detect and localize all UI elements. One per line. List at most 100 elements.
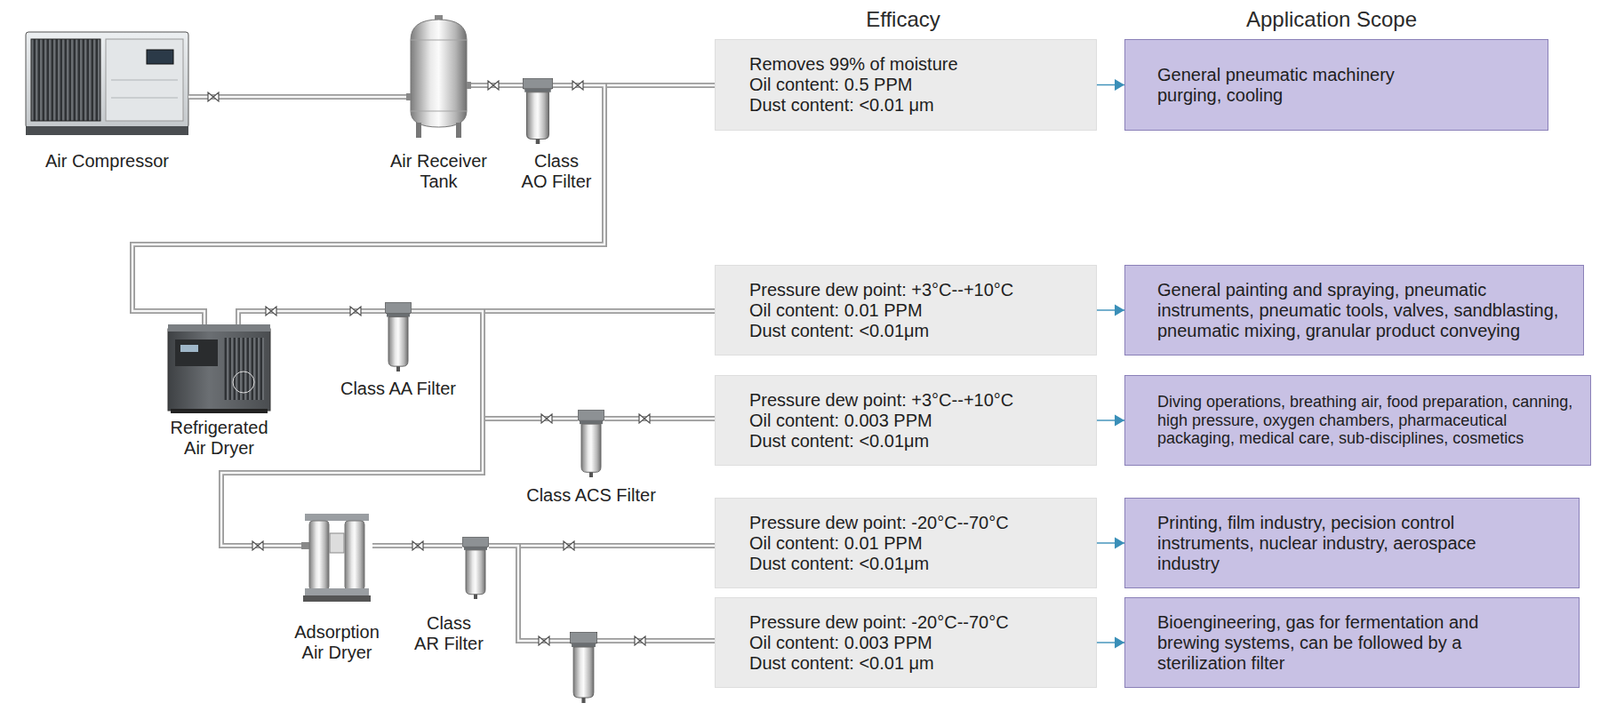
air-receiver-tank-drawing — [456, 122, 462, 138]
efficacy-box: Pressure dew point: -20°C--70°COil conte… — [714, 497, 1097, 589]
box-text: Dust content: <0.01μm — [749, 320, 929, 342]
application-box: Diving operations, breathing air, food p… — [1124, 375, 1592, 466]
result-pointer — [1114, 79, 1125, 91]
equipment-label: Air Compressor — [45, 151, 169, 172]
filter: Class AO Filter — [522, 78, 553, 144]
pipe — [132, 85, 605, 325]
box-text: Dust content: <0.01μm — [749, 553, 929, 575]
pipe — [604, 418, 715, 420]
box-text: Diving operations, breathing air, food p… — [1157, 392, 1578, 448]
valve-symbol — [563, 541, 575, 551]
air-compressor-drawing — [105, 39, 184, 121]
valve-symbol — [541, 414, 552, 424]
pipe — [238, 311, 385, 325]
pipe — [604, 417, 715, 420]
pipe — [488, 545, 715, 641]
valve-symbol — [538, 636, 550, 646]
air-compressor-drawing — [25, 32, 189, 136]
air-compressor-drawing — [146, 49, 174, 64]
valve-symbol — [350, 306, 361, 316]
air-compressor-drawing — [25, 32, 189, 128]
valve-symbol — [412, 541, 424, 551]
pipe — [488, 543, 715, 549]
valve-symbol — [572, 80, 584, 90]
box-text: Oil content: 0.01 PPM — [749, 533, 923, 554]
box-text: Pressure dew point: -20°C--70°C — [749, 512, 1009, 534]
refrigerated-dryer: Refrigerated Air Dryer — [168, 324, 271, 414]
application-box: General pneumatic machinery purging, coo… — [1124, 39, 1549, 131]
pipe — [604, 416, 715, 422]
pipe — [238, 311, 385, 325]
ao-filter-drawing — [522, 78, 553, 144]
adsorption-dryer: Adsorption Air Dryer — [301, 510, 373, 602]
filter: Class ACS Filter — [577, 409, 605, 478]
pipe — [132, 85, 605, 325]
efficacy-box: Pressure dew point: +3°C--+10°COil conte… — [714, 264, 1097, 356]
result-pointer — [1096, 79, 1125, 91]
refrigerated-dryer-drawing — [170, 408, 268, 414]
pipe — [188, 96, 407, 98]
box-text: Dust content: <0.01 μm — [749, 653, 935, 674]
air-compressor-drawing — [25, 126, 189, 136]
application-box: General painting and spraying, pneumatic… — [1124, 264, 1584, 356]
pipe — [411, 311, 578, 419]
box-text: Pressure dew point: +3°C--+10°C — [749, 390, 1014, 411]
efficacy-box: Pressure dew point: +3°C--+10°COil conte… — [714, 375, 1097, 466]
final-filter-drawing — [569, 632, 598, 704]
air-receiver-tank-drawing — [406, 15, 472, 138]
result-pointer — [1096, 637, 1125, 649]
box-text: Removes 99% of moisture — [749, 54, 959, 75]
adsorption-dryer-drawing — [304, 513, 369, 521]
efficacy-box: Pressure dew point: -20°C--70°COil conte… — [714, 597, 1097, 688]
filter: Class AR Filter — [462, 536, 489, 600]
adsorption-dryer-drawing — [303, 595, 371, 602]
refrigerated-dryer-drawing — [232, 371, 255, 393]
filter: Class AA Filter — [384, 302, 412, 372]
pipe — [488, 545, 715, 641]
adsorption-dryer-drawing — [344, 520, 365, 591]
result-pointer — [1096, 415, 1125, 427]
refrigerated-dryer-drawing — [180, 344, 199, 352]
column-header: Application Scope — [1246, 7, 1417, 33]
valve-symbol — [634, 636, 646, 646]
box-text: Oil content: 0.003 PPM — [749, 410, 933, 432]
valve-symbol — [265, 306, 277, 316]
pipe — [238, 311, 385, 325]
box-text: General painting and spraying, pneumatic… — [1157, 280, 1562, 342]
air-receiver-tank-drawing — [466, 81, 472, 89]
equipment-label: Class ACS Filter — [526, 485, 656, 506]
air-receiver-tank-drawing — [410, 19, 467, 128]
pipe — [188, 96, 407, 98]
pipe — [132, 85, 605, 325]
adsorption-dryer-drawing — [309, 520, 329, 591]
pipe — [488, 544, 715, 547]
box-text: Oil content: 0.01 PPM — [749, 300, 923, 321]
equipment-label: Class AR Filter — [413, 613, 486, 655]
refrigerated-dryer-drawing — [168, 324, 271, 332]
adsorption-dryer-drawing — [301, 542, 310, 550]
ar-filter-drawing — [462, 536, 489, 600]
equipment-label: Refrigerated Air Dryer — [159, 417, 280, 459]
refrigerated-dryer-drawing — [175, 339, 218, 367]
adsorption-dryer-drawing — [304, 588, 369, 596]
acs-filter-drawing — [577, 409, 605, 478]
box-text: Printing, film industry, pecision contro… — [1157, 512, 1540, 575]
air-compressor-drawing — [111, 80, 178, 81]
air-receiver-tank-drawing — [410, 40, 467, 41]
result-pointer — [1114, 637, 1125, 649]
adsorption-dryer-drawing — [329, 533, 344, 553]
valve-symbol — [208, 92, 219, 102]
box-text: Oil content: 0.5 PPM — [749, 74, 912, 96]
equipment-label: Air Receiver Tank — [381, 151, 497, 192]
pipe — [411, 311, 578, 419]
pipe — [188, 94, 407, 100]
result-pointer — [1096, 304, 1125, 317]
equipment-label: Class AA Filter — [340, 378, 456, 400]
column-header: Efficacy — [865, 7, 941, 33]
refrigerated-dryer-drawing — [168, 328, 271, 411]
box-text: Bioengineering, gas for fermentation and… — [1157, 612, 1540, 674]
aa-filter-drawing — [384, 302, 412, 372]
pipe — [411, 311, 578, 419]
equipment-label: Class AO Filter — [520, 151, 593, 192]
